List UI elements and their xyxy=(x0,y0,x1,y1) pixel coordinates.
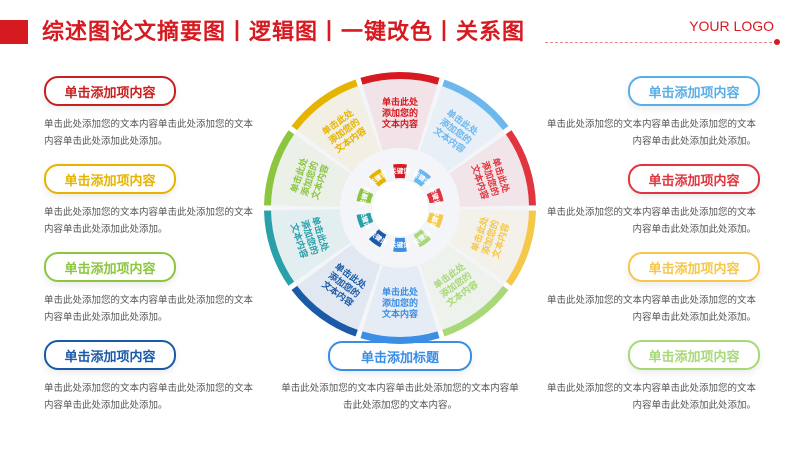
wheel-segment-1-band xyxy=(360,72,440,85)
wheel-keyword-6: 关键词 xyxy=(390,240,410,249)
left-item-1-label-text: 单击添加项内容 xyxy=(64,85,156,101)
wheel-segment-6-line-1: 单击此处 xyxy=(382,286,419,298)
wheel-segment-1[interactable] xyxy=(362,79,438,151)
wheel-keyword-tab-5 xyxy=(413,229,432,248)
wheel-segment-1-line-2: 添加您的 xyxy=(382,107,418,119)
left-item-2-text: 单击此处添加您的文本内容单击此处添加您的文本内容单击此处添加此处添加。 xyxy=(44,207,254,235)
left-item-3-label[interactable]: 单击添加项内容 xyxy=(44,252,176,282)
wheel-keyword-tab-9 xyxy=(356,188,374,204)
left-item-4-label[interactable]: 单击添加项内容 xyxy=(44,340,176,370)
right-item-4-text: 单击此处添加您的文本内容单击此处添加您的文本内容单击此处添加此处添加。 xyxy=(546,383,756,411)
right-item-3-label-text: 单击添加项内容 xyxy=(648,261,740,277)
wheel-segment-6-line-3: 文本内容 xyxy=(381,308,418,320)
wheel-segment-9[interactable] xyxy=(271,134,351,207)
wheel-keyword-tab-10 xyxy=(368,168,387,187)
wheel-keyword-tab-8 xyxy=(356,212,374,228)
left-item-4-text: 单击此处添加您的文本内容单击此处添加您的文本内容单击此处添加此处添加。 xyxy=(44,383,254,411)
left-item-1-text: 单击此处添加您的文本内容单击此处添加您的文本内容单击此处添加此处添加。 xyxy=(44,119,254,147)
wheel-segment-1-text: 单击此处添加您的文本内容 xyxy=(381,96,419,130)
wheel-segment-2[interactable] xyxy=(419,86,503,172)
wheel-segment-5-band xyxy=(442,285,509,337)
logo: YOUR LOGO xyxy=(689,18,774,34)
logo-dot xyxy=(774,39,780,45)
title-accent-bar xyxy=(0,20,28,44)
wheel-keyword-tab-6 xyxy=(393,237,407,252)
wheel-segment-10[interactable] xyxy=(297,86,381,172)
wheel-segment-9-band xyxy=(264,130,295,206)
wheel-keyword-tab-2 xyxy=(413,168,432,187)
wheel-segment-8[interactable] xyxy=(271,209,351,282)
wheel-keyword-tab-3 xyxy=(426,188,444,204)
wheel-diagram: 关键词单击此处添加您的文本内容关键词单击此处添加您的文本内容关键词单击此处添加您… xyxy=(264,72,536,344)
wheel-segment-6-text: 单击此处添加您的文本内容 xyxy=(381,286,419,320)
wheel-keyword-tab-4 xyxy=(426,212,444,228)
wheel-segment-1-line-1: 单击此处 xyxy=(382,96,419,108)
right-item-2-label-text: 单击添加项内容 xyxy=(648,173,740,189)
wheel-segment-1-line-3: 文本内容 xyxy=(381,118,418,130)
wheel-keyword-tab-1 xyxy=(393,164,407,179)
right-item-2-text: 单击此处添加您的文本内容单击此处添加您的文本内容单击此处添加此处添加。 xyxy=(546,207,756,235)
page-title: 综述图论文摘要图丨逻辑图丨一键改色丨关系图 xyxy=(42,20,526,45)
right-item-3-label[interactable]: 单击添加项内容 xyxy=(628,252,760,282)
left-item-3-label-text: 单击添加项内容 xyxy=(64,261,156,277)
left-item-1-label[interactable]: 单击添加项内容 xyxy=(44,76,176,106)
left-item-2-label-text: 单击添加项内容 xyxy=(64,173,156,189)
left-item-4-label-text: 单击添加项内容 xyxy=(64,349,156,365)
wheel-segment-5[interactable] xyxy=(419,244,503,330)
right-item-1-label-text: 单击添加项内容 xyxy=(648,85,740,101)
wheel-segment-4[interactable] xyxy=(449,209,529,282)
wheel-keyword-tab-7 xyxy=(368,229,387,248)
right-item-4-label-text: 单击添加项内容 xyxy=(648,349,740,365)
wheel-segment-6-line-2: 添加您的 xyxy=(382,297,418,309)
right-item-1-label[interactable]: 单击添加项内容 xyxy=(628,76,760,106)
right-item-3-text: 单击此处添加您的文本内容单击此处添加您的文本内容单击此处添加此处添加。 xyxy=(546,295,756,323)
wheel-keyword-1: 关键词 xyxy=(390,166,410,175)
right-item-2-label[interactable]: 单击添加项内容 xyxy=(628,164,760,194)
wheel-segment-6[interactable] xyxy=(362,265,438,337)
center-text: 单击此处添加您的文本内容单击此处添加您的文本内容单击此处添加您的文本内容。 xyxy=(281,383,519,411)
wheel-segment-4-band xyxy=(505,210,536,286)
right-item-1-text: 单击此处添加您的文本内容单击此处添加您的文本内容单击此处添加此处添加。 xyxy=(546,119,756,147)
right-item-4-label[interactable]: 单击添加项内容 xyxy=(628,340,760,370)
logo-divider xyxy=(545,42,777,43)
left-item-3-text: 单击此处添加您的文本内容单击此处添加您的文本内容单击此处添加此处添加。 xyxy=(44,295,254,323)
wheel-segment-3-band xyxy=(505,130,536,206)
wheel-segment-7-band xyxy=(291,285,358,337)
wheel-segment-2-band xyxy=(442,79,509,131)
wheel-segment-3[interactable] xyxy=(449,134,529,207)
wheel-segment-7[interactable] xyxy=(297,244,381,330)
wheel-segment-8-band xyxy=(264,210,295,286)
center-title-label-text: 单击添加标题 xyxy=(360,350,439,366)
wheel-center xyxy=(372,180,428,236)
wheel-segment-10-band xyxy=(291,79,358,131)
wheel-segment-6-band xyxy=(360,331,440,344)
left-item-2-label[interactable]: 单击添加项内容 xyxy=(44,164,176,194)
